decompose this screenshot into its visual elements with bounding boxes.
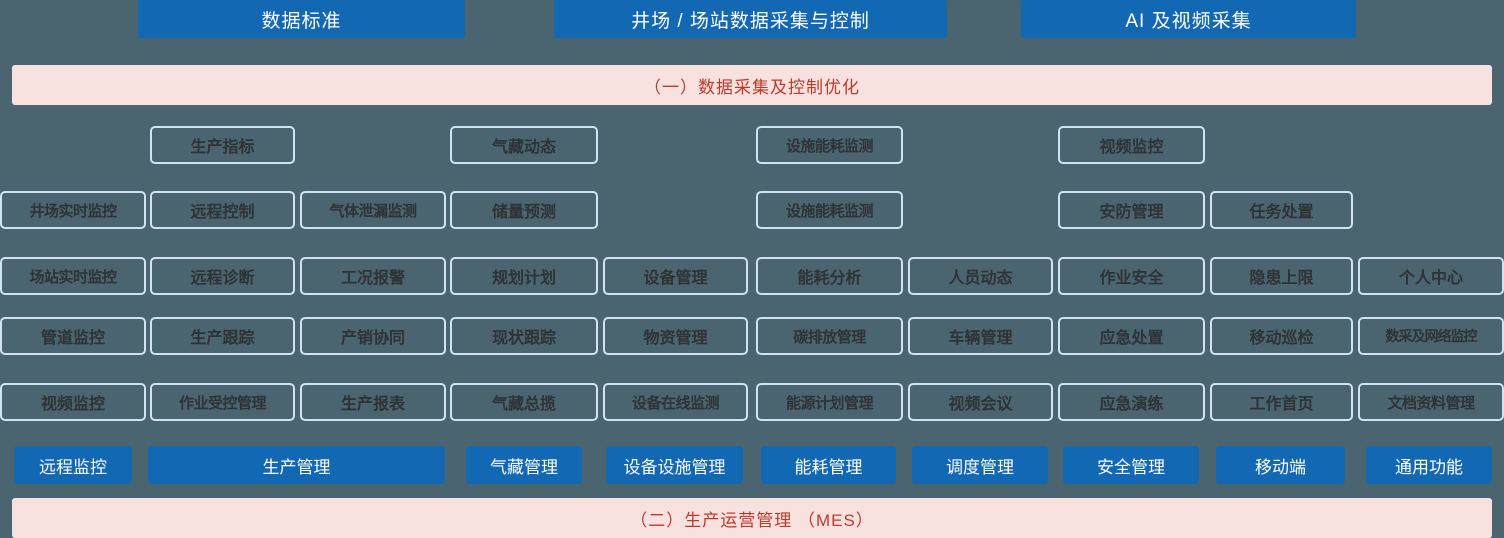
category-button[interactable]: 能耗管理 <box>761 446 896 484</box>
category-button[interactable]: 生产管理 <box>148 446 445 484</box>
category-button[interactable]: 安全管理 <box>1063 446 1199 484</box>
module-cell[interactable]: 作业安全 <box>1058 257 1205 295</box>
module-cell[interactable]: 能源计划管理 <box>756 383 903 421</box>
module-cell[interactable]: 管道监控 <box>0 317 146 355</box>
module-cell[interactable]: 能耗分析 <box>756 257 903 295</box>
module-cell[interactable]: 规划计划 <box>450 257 598 295</box>
category-button[interactable]: 移动端 <box>1216 446 1345 484</box>
module-cell[interactable]: 生产指标 <box>150 126 295 164</box>
section-banner-data-acquisition: （一）数据采集及控制优化 <box>12 65 1492 105</box>
module-cell[interactable]: 数采及网络监控 <box>1358 317 1504 355</box>
module-cell[interactable]: 安防管理 <box>1058 191 1205 229</box>
header-button-2[interactable]: 井场 / 场站数据采集与控制 <box>554 0 947 38</box>
module-cell[interactable]: 井场实时监控 <box>0 191 146 229</box>
module-cell[interactable]: 设备管理 <box>603 257 748 295</box>
module-cell[interactable]: 气藏总揽 <box>450 383 598 421</box>
module-cell[interactable]: 现状跟踪 <box>450 317 598 355</box>
module-cell[interactable]: 远程控制 <box>150 191 295 229</box>
module-cell[interactable]: 移动巡检 <box>1210 317 1353 355</box>
module-grid: 生产指标气藏动态设施能耗监测视频监控井场实时监控远程控制气体泄漏监测储量预测设施… <box>0 118 1504 488</box>
module-cell[interactable]: 设施能耗监测 <box>756 126 903 164</box>
module-cell[interactable]: 工作首页 <box>1210 383 1353 421</box>
module-cell[interactable]: 物资管理 <box>603 317 748 355</box>
module-cell[interactable]: 生产报表 <box>300 383 446 421</box>
category-button[interactable]: 通用功能 <box>1366 446 1492 484</box>
header-button-row: 数据标准 井场 / 场站数据采集与控制 AI 及视频采集 <box>0 0 1504 38</box>
module-cell[interactable]: 气藏动态 <box>450 126 598 164</box>
module-cell[interactable]: 应急演练 <box>1058 383 1205 421</box>
module-cell[interactable]: 气体泄漏监测 <box>300 191 446 229</box>
module-cell[interactable]: 场站实时监控 <box>0 257 146 295</box>
module-cell[interactable]: 应急处置 <box>1058 317 1205 355</box>
category-button[interactable]: 设备设施管理 <box>606 446 743 484</box>
module-cell[interactable]: 设施能耗监测 <box>756 191 903 229</box>
module-cell[interactable]: 任务处置 <box>1210 191 1353 229</box>
module-cell[interactable]: 个人中心 <box>1358 257 1504 295</box>
module-cell[interactable]: 视频监控 <box>1058 126 1205 164</box>
module-cell[interactable]: 车辆管理 <box>908 317 1053 355</box>
module-cell[interactable]: 远程诊断 <box>150 257 295 295</box>
section-banner-mes: （二）生产运营管理 （MES） <box>12 498 1492 538</box>
module-cell[interactable]: 产销协同 <box>300 317 446 355</box>
module-cell[interactable]: 作业受控管理 <box>150 383 295 421</box>
module-cell[interactable]: 文档资料管理 <box>1358 383 1504 421</box>
module-cell[interactable]: 设备在线监测 <box>603 383 748 421</box>
module-cell[interactable]: 生产跟踪 <box>150 317 295 355</box>
category-button[interactable]: 远程监控 <box>14 446 132 484</box>
header-button-1[interactable]: 数据标准 <box>138 0 465 38</box>
module-cell[interactable]: 人员动态 <box>908 257 1053 295</box>
module-cell[interactable]: 视频监控 <box>0 383 146 421</box>
header-button-3[interactable]: AI 及视频采集 <box>1021 0 1356 38</box>
category-button[interactable]: 调度管理 <box>912 446 1048 484</box>
module-cell[interactable]: 视频会议 <box>908 383 1053 421</box>
module-cell[interactable]: 隐患上限 <box>1210 257 1353 295</box>
module-cell[interactable]: 工况报警 <box>300 257 446 295</box>
module-cell[interactable]: 储量预测 <box>450 191 598 229</box>
module-cell[interactable]: 碳排放管理 <box>756 317 903 355</box>
category-button[interactable]: 气藏管理 <box>466 446 582 484</box>
